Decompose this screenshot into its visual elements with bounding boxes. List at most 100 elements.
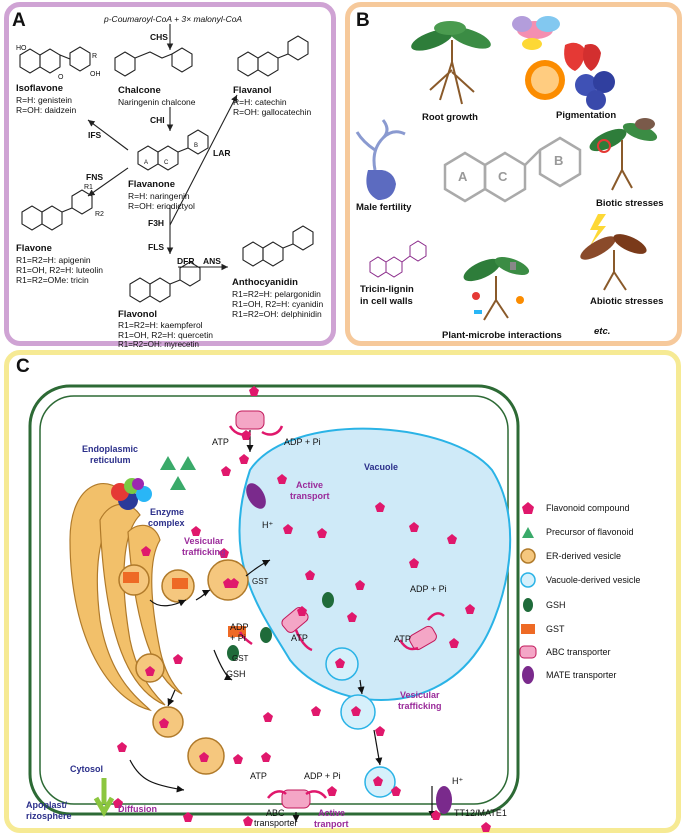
- vesicular-trafficking-1-line1: Vesicular: [184, 536, 224, 546]
- gst-box: [172, 578, 188, 589]
- hplus-label-membrane: H⁺: [452, 776, 464, 786]
- gst-box: [228, 626, 246, 637]
- apoplast-line1: Apoplast/: [26, 800, 68, 810]
- legend-symbols: [519, 502, 537, 684]
- tricin-label-line1: Tricin-lignin: [360, 284, 414, 295]
- vacuole-label: Vacuole: [364, 462, 399, 472]
- precursor-triangle: [180, 456, 196, 470]
- legend-gsh: GSH: [546, 600, 566, 610]
- panel-b-label: B: [356, 10, 370, 31]
- flavanol-name: Flavanol: [233, 85, 272, 96]
- isoflavone-name: Isoflavone: [16, 83, 63, 94]
- flavanone-name: Flavanone: [128, 179, 175, 190]
- atp-label-right: ATP: [394, 634, 411, 644]
- enzyme-fns: FNS: [86, 172, 103, 182]
- pi-label-mid: + Pi: [230, 633, 246, 643]
- atom-o: O: [58, 74, 64, 81]
- chalcone-name: Chalcone: [118, 85, 161, 96]
- diffusion-arrow: [93, 778, 115, 818]
- panel-b: [345, 2, 682, 346]
- enzyme-chi: CHI: [150, 115, 165, 125]
- enzyme-complex-line1: Enzyme: [150, 507, 185, 517]
- atom-oh: OH: [90, 71, 101, 78]
- cell-membrane-inner: [39, 395, 509, 805]
- atp-label-mid: ATP: [291, 633, 308, 643]
- vesicular-trafficking-1-line2: trafficking: [182, 547, 226, 557]
- biotic-stress-plant: [589, 118, 658, 191]
- flavonoid-core-structure: [443, 136, 582, 203]
- gst-label-vesicle: GST: [252, 577, 269, 586]
- enzyme-complex-line2: complex: [148, 518, 185, 528]
- anthocyanidin-name: Anthocyanidin: [232, 277, 298, 288]
- abiotic-stress-plant: [580, 214, 647, 291]
- ring-b: B: [194, 143, 199, 149]
- active-tranport-line2: tranport: [314, 819, 349, 829]
- legend-vacuole-vesicle: Vacuole-derived vesicle: [546, 575, 641, 585]
- active-transport-line2: transport: [290, 491, 330, 501]
- pigmentation-illustration: [512, 16, 615, 110]
- enzyme-fls: FLS: [148, 242, 165, 252]
- anthocyanidin-r2: R1=OH, R2=H: cyanidin: [232, 299, 324, 309]
- adp-label-mid: ADP: [230, 622, 249, 632]
- flavanol-r1: R=H: catechin: [233, 97, 287, 107]
- ring-a-label: A: [458, 169, 468, 184]
- gst-box: [123, 572, 139, 583]
- flavonol-r3: R1=R2=OH: myrecetin: [118, 340, 199, 349]
- flavone-r2: R1=OH, R2=H: luteolin: [16, 265, 103, 275]
- active-tranport-line1: Active: [318, 808, 346, 818]
- er-label-line2: reticulum: [90, 455, 131, 465]
- enzyme-dfr: DFR: [177, 256, 195, 266]
- flavonol-r2: R1=OH, R2=H: quercetin: [118, 330, 213, 340]
- gsh-label-cytosol: GSH: [226, 669, 246, 679]
- flavanol-r2: R=OH: gallocatechin: [233, 107, 312, 117]
- legend-mate: MATE transporter: [546, 670, 617, 680]
- vesicular-trafficking-2-line2: trafficking: [398, 701, 442, 711]
- mate-transporter: [246, 483, 266, 509]
- hplus-label-vacuole: H⁺: [262, 520, 274, 530]
- plant-microbe-label: Plant-microbe interactions: [442, 330, 562, 341]
- gsh-shape: [322, 592, 334, 608]
- pigmentation-label: Pigmentation: [556, 110, 617, 121]
- atom-r2: R2: [95, 211, 104, 218]
- atom-ho: HO: [16, 45, 27, 52]
- isoflavone-r1: R=H: genistein: [16, 95, 72, 105]
- panel-a: [4, 2, 336, 346]
- isoflavone-r2: R=OH: daidzein: [16, 105, 77, 115]
- flavanone-r2: R=OH: eriodictyol: [128, 201, 195, 211]
- legend-flavonoid: Flavonoid compound: [546, 503, 630, 513]
- enzyme-chs: CHS: [150, 32, 168, 42]
- enzyme-ans: ANS: [203, 256, 221, 266]
- legend-gst: GST: [546, 624, 565, 634]
- plant-microbe-illustration: [463, 256, 530, 321]
- mate-transporter: [436, 786, 452, 814]
- panel-c-label: C: [16, 356, 30, 377]
- enzyme-lar: LAR: [213, 148, 231, 158]
- er-label-line1: Endoplasmic: [82, 444, 139, 454]
- vacuole: [238, 427, 512, 701]
- ifs-arrow: [87, 119, 129, 151]
- anthocyanidin-r3: R1=R2=OH: delphinidin: [232, 309, 322, 319]
- biotic-stresses-label: Biotic stresses: [596, 198, 664, 209]
- panel-c: [4, 350, 681, 833]
- abc-transporter-line2: transporter: [254, 818, 298, 828]
- flavonoid-pentagons: [113, 386, 491, 832]
- precursor-triangle: [170, 476, 186, 490]
- adp-pi-label-top: ADP + Pi: [284, 437, 321, 447]
- diffusion-label: Diffusion: [118, 804, 157, 814]
- tricin-structure: [369, 240, 427, 278]
- fns-arrow: [87, 167, 129, 197]
- chalcone-sub: Naringenin chalcone: [118, 97, 196, 107]
- gst-label-cytosol: GST: [232, 654, 249, 663]
- adp-pi-label-right: ADP + Pi: [410, 584, 447, 594]
- adp-pi-label-bottom: ADP + Pi: [304, 771, 341, 781]
- male-fertility-illustration: [355, 119, 406, 200]
- abc-transporters: [235, 410, 437, 809]
- abiotic-stresses-label: Abiotic stresses: [590, 296, 664, 307]
- flavone-name: Flavone: [16, 243, 52, 254]
- atom-r: R: [92, 53, 98, 60]
- ring-a: A: [144, 160, 149, 166]
- flavone-r3: R1=R2=OMe: tricin: [16, 275, 89, 285]
- vesicular-trafficking-2-line1: Vesicular: [400, 690, 440, 700]
